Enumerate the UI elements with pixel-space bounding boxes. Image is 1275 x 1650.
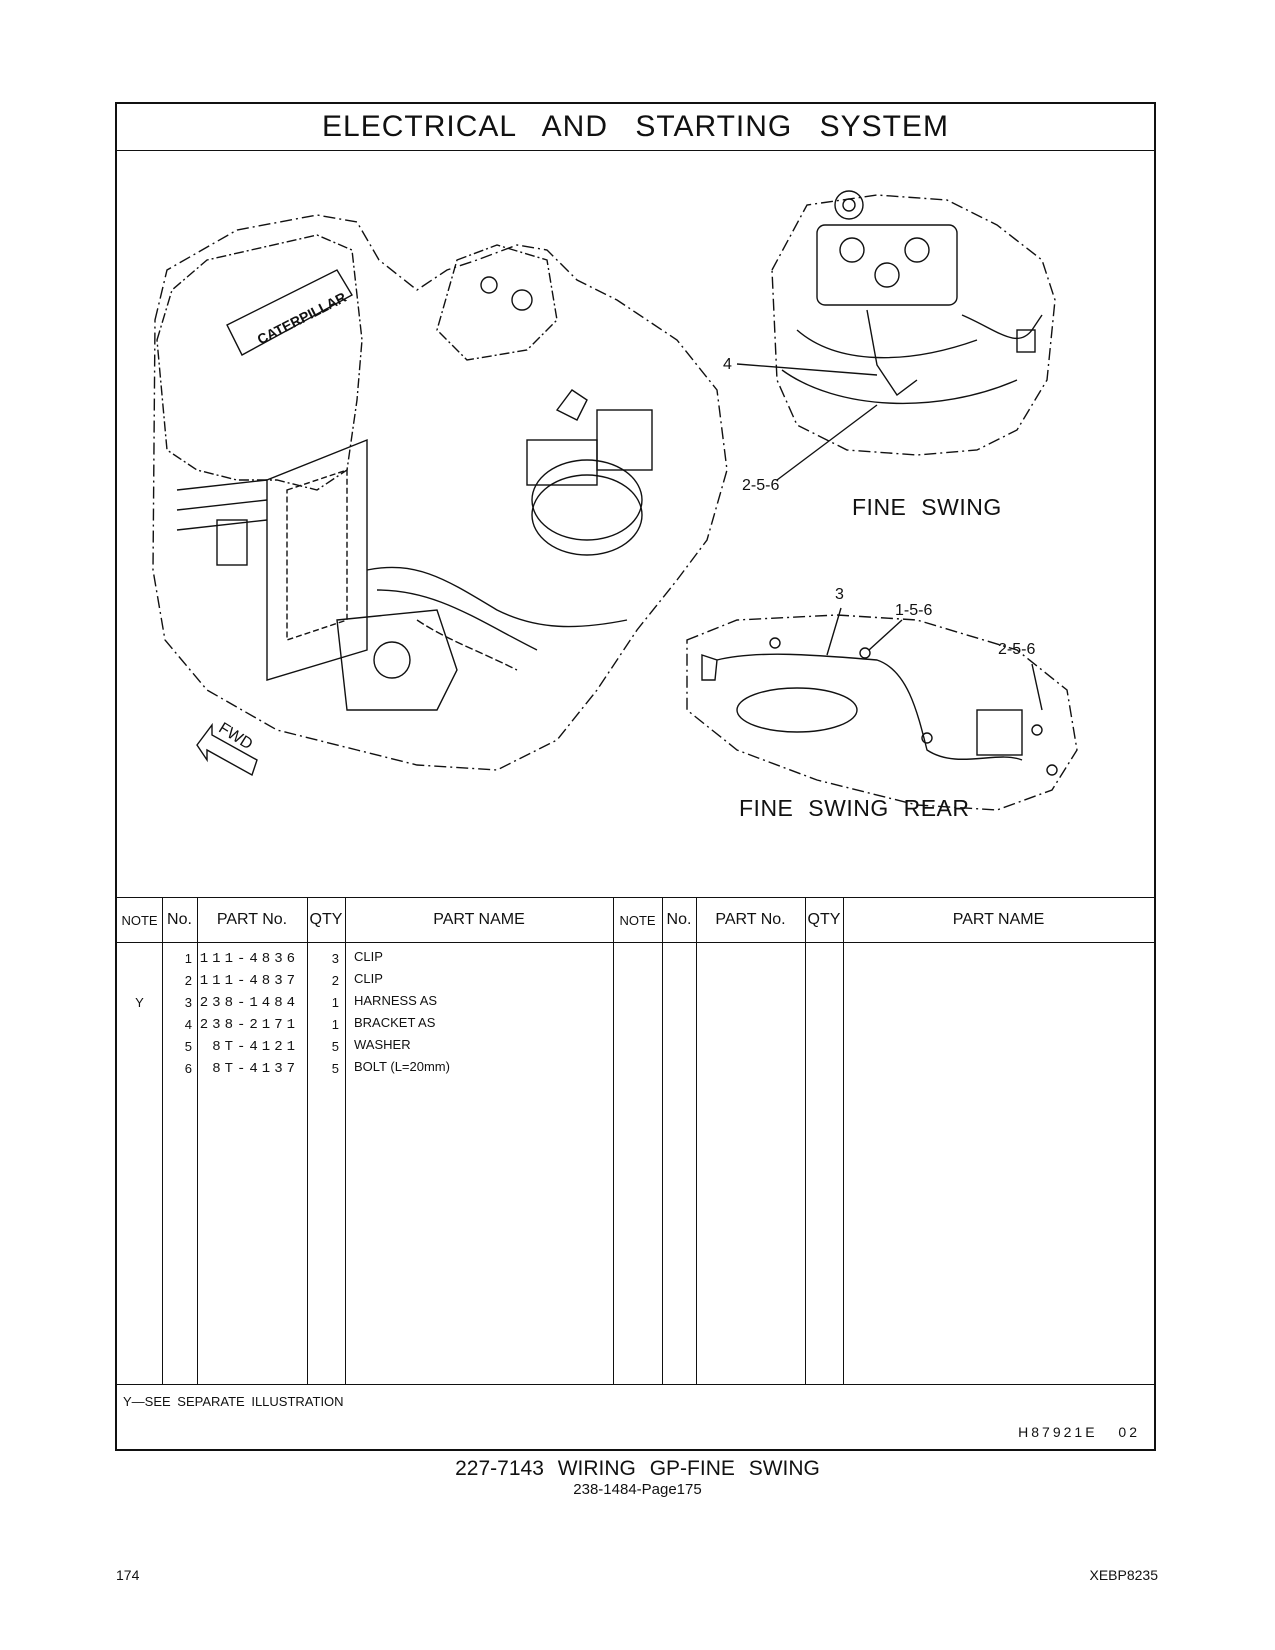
parts-table: NOTE No. PART No. QTY PART NAME NOTE No.… <box>117 897 1154 1385</box>
group-title: 227-7143 WIRING GP-FINE SWING <box>455 1457 820 1480</box>
table-cell: CLIP <box>354 949 383 964</box>
callout-2-5-6-top: 2-5-6 <box>742 477 780 494</box>
table-cell: 5 <box>331 1061 339 1076</box>
page-number: 174 <box>116 1567 140 1583</box>
table-cell: Y <box>135 995 144 1010</box>
table-cell: 4 <box>184 1017 192 1032</box>
header-no: No. <box>167 911 192 928</box>
header-qty-right: QTY <box>807 911 841 928</box>
table-cell: 6 <box>184 1061 192 1076</box>
doc-number: XEBP8235 <box>1089 1567 1159 1583</box>
caption-fine-swing-rear: FINE SWING REAR <box>739 795 970 821</box>
callout-4: 4 <box>723 356 732 373</box>
catalog-frame: ELECTRICAL AND STARTING SYSTEM CATERPILL… <box>115 102 1156 1451</box>
header-note: NOTE <box>121 912 158 928</box>
callout-3: 3 <box>835 586 844 603</box>
table-cell: HARNESS AS <box>354 993 438 1008</box>
header-part-name-right: PART NAME <box>952 911 1045 928</box>
table-cell: WASHER <box>354 1037 411 1052</box>
table-cell <box>117 1058 162 1080</box>
machine-outline <box>152 214 728 771</box>
table-cell: 3 <box>331 951 339 966</box>
table-cell: 8T-4121 <box>212 1039 299 1055</box>
header-part-name: PART NAME <box>433 911 525 928</box>
parts-illustration: CATERPILLAR <box>117 150 1154 897</box>
table-cell: BRACKET AS <box>354 1015 436 1030</box>
section-title: ELECTRICAL AND STARTING SYSTEM <box>117 104 1154 151</box>
table-cell: 5 <box>184 1039 192 1054</box>
fine-swing-detail <box>771 194 1056 456</box>
illustration-drawing: CATERPILLAR <box>152 190 1078 811</box>
table-cell: 111-4836 <box>199 951 299 967</box>
callout-1-5-6: 1-5-6 <box>895 602 933 619</box>
table-cell: BOLT (L=20mm) <box>354 1059 450 1074</box>
fwd-arrow <box>196 722 258 777</box>
header-qty: QTY <box>309 911 343 928</box>
illustration-code: H87921E 02 <box>1018 1424 1140 1440</box>
table-cell: 238-2171 <box>199 1017 299 1033</box>
table-cell: 1 <box>184 951 192 966</box>
header-no-right: No. <box>666 911 692 928</box>
header-note-right: NOTE <box>619 912 656 928</box>
table-cell: 238-1484 <box>199 995 299 1011</box>
header-part-no-right: PART No. <box>715 911 786 928</box>
table-cell <box>117 1014 162 1036</box>
group-subtitle: 238-1484-Page175 <box>573 1481 702 1498</box>
caterpillar-plate <box>226 269 353 356</box>
caption-fine-swing: FINE SWING <box>852 494 1002 520</box>
footnote: Y—SEE SEPARATE ILLUSTRATION <box>123 1394 344 1409</box>
table-cell: 8T-4137 <box>212 1061 299 1077</box>
table-cell <box>117 1036 162 1058</box>
callout-2-5-6-rear: 2-5-6 <box>998 641 1036 658</box>
table-cell: 1 <box>331 1017 339 1032</box>
table-cell: CLIP <box>354 971 383 986</box>
table-cell: 111-4837 <box>199 973 299 989</box>
header-part-no: PART No. <box>216 911 288 928</box>
table-cell: 3 <box>184 995 192 1010</box>
table-cell: 2 <box>331 973 339 988</box>
table-cell <box>117 948 162 970</box>
table-cell <box>117 970 162 992</box>
table-cell: 2 <box>184 973 192 988</box>
svg-text:CATERPILLAR: CATERPILLAR <box>254 289 348 348</box>
cab-frame <box>156 234 363 491</box>
table-cell: 5 <box>331 1039 339 1054</box>
fine-swing-rear-detail <box>686 614 1078 811</box>
table-cell: 1 <box>331 995 339 1010</box>
